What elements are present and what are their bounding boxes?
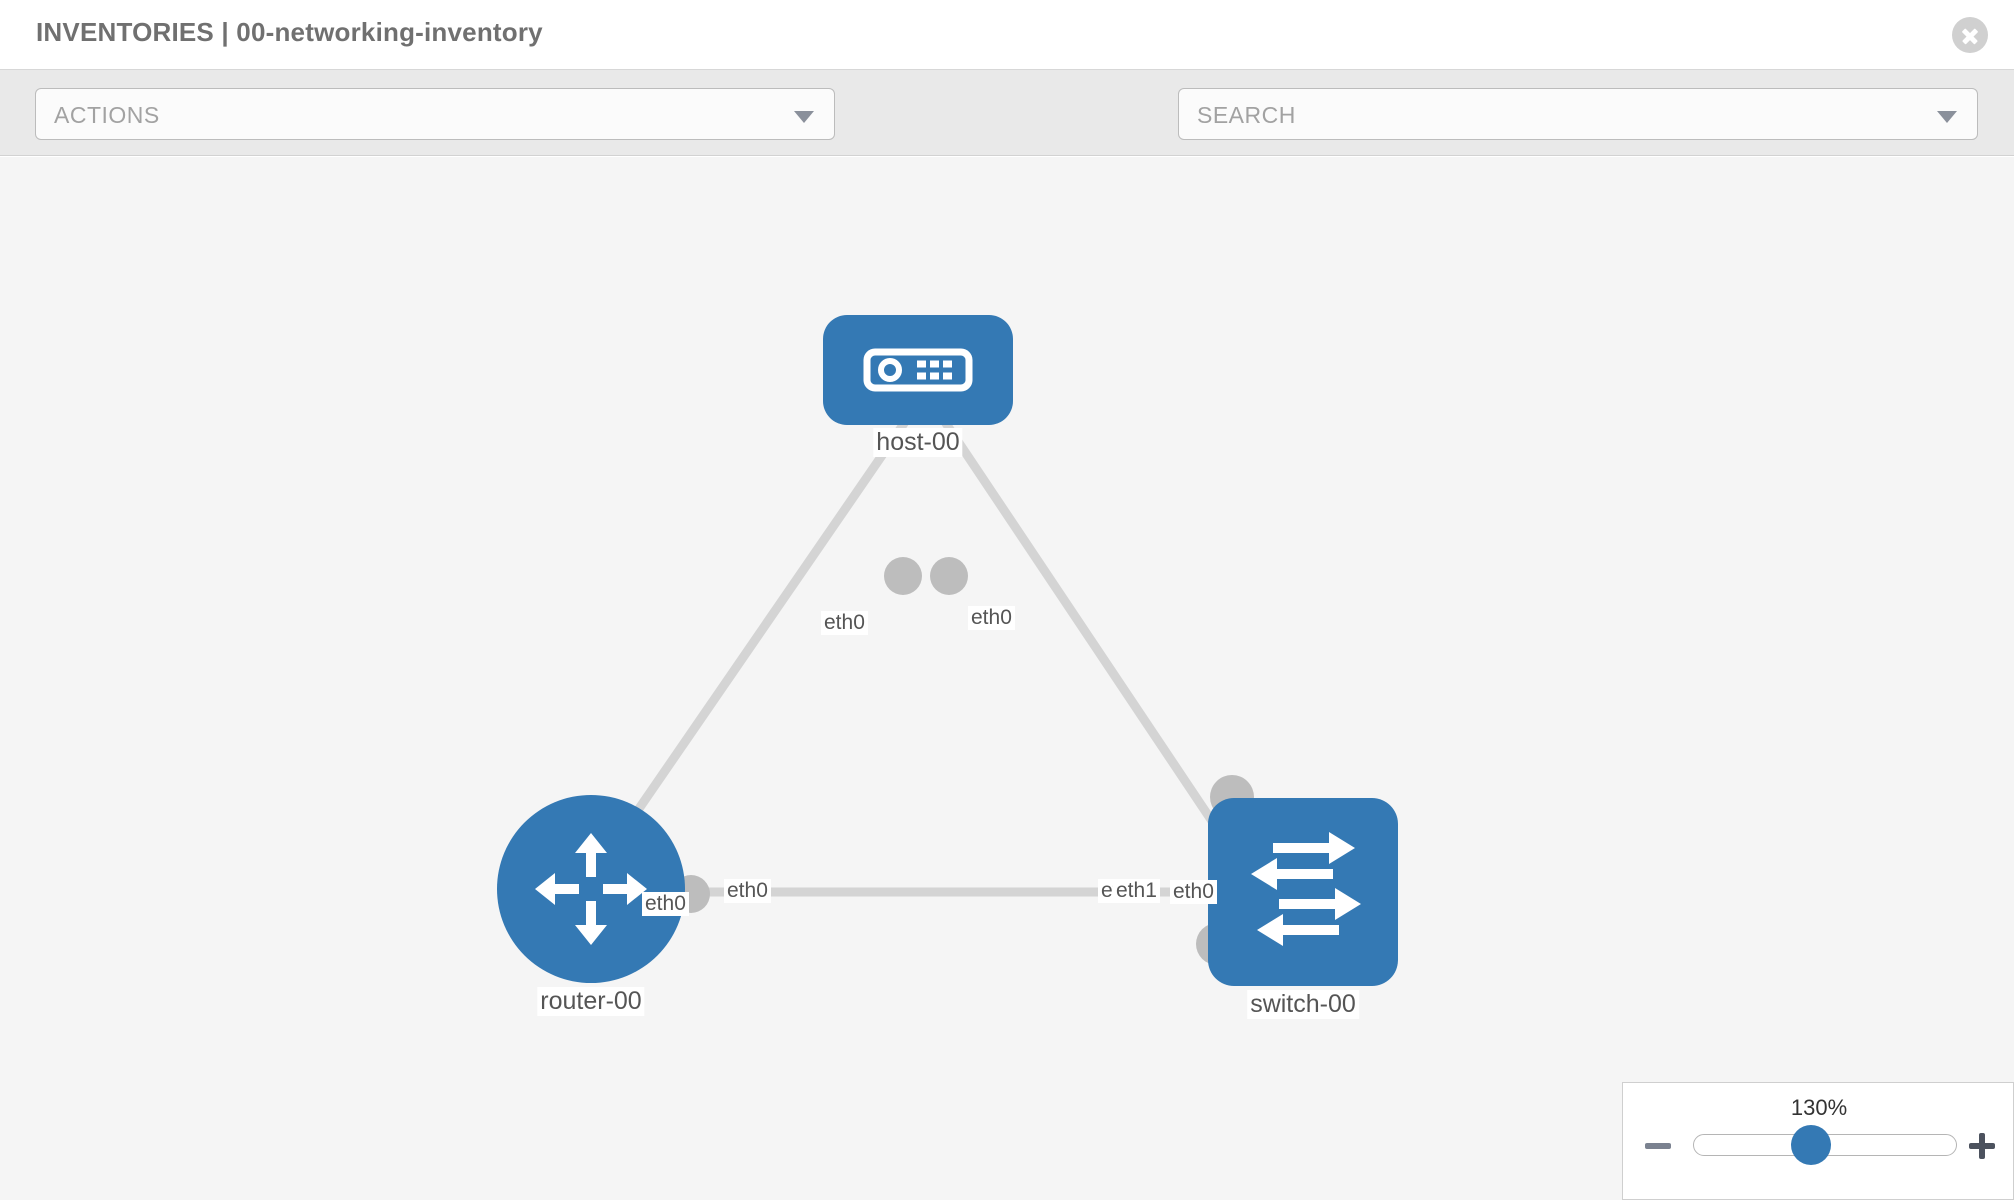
actions-dropdown[interactable]: ACTIONS — [35, 88, 835, 140]
node-router-00[interactable]: router-00 — [497, 795, 685, 1016]
zoom-slider-handle[interactable] — [1791, 1125, 1831, 1165]
toolbar: ACTIONS SEARCH — [0, 70, 2014, 195]
router-arrows-icon — [535, 833, 647, 945]
zoom-level-label: 130% — [1790, 1095, 1848, 1120]
link-label-switch-up-eth0: eth0 — [1170, 880, 1217, 904]
chevron-down-icon[interactable] — [1937, 111, 1957, 123]
node-switch-00-shape[interactable] — [1208, 798, 1398, 986]
link-label-router-up-eth0: eth0 — [642, 892, 689, 916]
link-host-router[interactable] — [588, 419, 909, 880]
link-label-host-right-eth0: eth0 — [968, 606, 1015, 630]
search-input[interactable]: SEARCH — [1178, 88, 1978, 140]
server-icon — [863, 348, 973, 392]
page-title: INVENTORIES | 00-networking-inventory — [36, 17, 543, 47]
link-host-switch[interactable] — [941, 419, 1240, 860]
node-switch-00[interactable]: switch-00 — [1208, 798, 1398, 1019]
node-switch-00-label: switch-00 — [1247, 990, 1359, 1019]
port-host-eth0-right[interactable] — [930, 557, 968, 595]
actions-dropdown-label: ACTIONS — [54, 102, 160, 128]
topology-links-layer — [588, 419, 1240, 897]
port-host-eth0-left[interactable] — [884, 557, 922, 595]
close-icon[interactable] — [1952, 17, 1988, 53]
switch-arrows-icon — [1251, 832, 1361, 946]
link-label-switch-left-eth1: eth1 — [1113, 879, 1160, 903]
zoom-out-button[interactable] — [1643, 1131, 1673, 1161]
topology-canvas[interactable]: host-00 router-00 — [0, 157, 2014, 1200]
node-host-00-shape[interactable] — [823, 315, 1013, 425]
chevron-down-icon — [794, 111, 814, 123]
zoom-control: 130% — [1622, 1082, 2014, 1200]
node-host-00-label: host-00 — [873, 428, 963, 457]
node-router-00-shape[interactable] — [497, 795, 685, 983]
page-header: INVENTORIES | 00-networking-inventory — [0, 0, 2014, 70]
link-label-host-left-eth0: eth0 — [821, 611, 868, 635]
search-placeholder: SEARCH — [1197, 102, 1296, 128]
node-host-00[interactable]: host-00 — [823, 315, 1013, 457]
zoom-in-button[interactable] — [1967, 1131, 1997, 1161]
link-label-router-right-eth0: eth0 — [724, 879, 771, 903]
node-router-00-label: router-00 — [537, 987, 645, 1016]
